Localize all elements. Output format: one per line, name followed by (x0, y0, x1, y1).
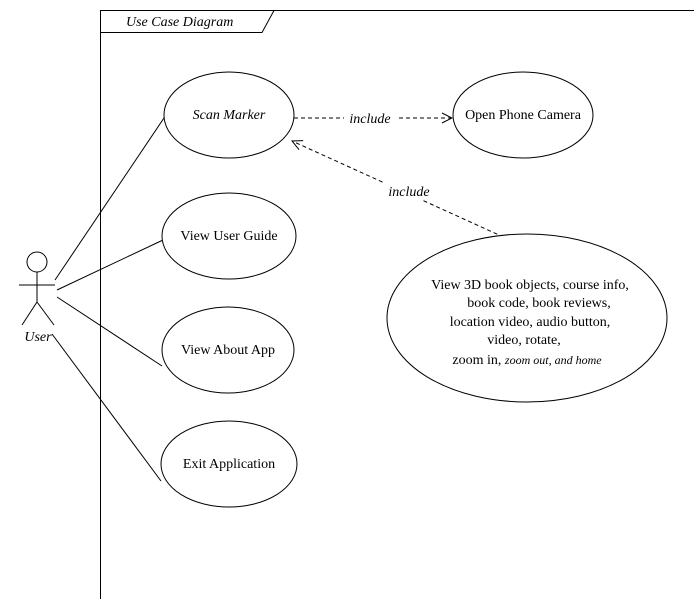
use-case-label-scan-marker: Scan Marker (193, 108, 266, 123)
actor-right-leg (36, 301, 55, 326)
include-label-bg-bottom (383, 182, 435, 200)
frame-title-tab (100, 10, 275, 33)
include-label-bg-top (344, 108, 396, 126)
association-scan-marker (54, 114, 167, 281)
use-case-label-view-about-app: View About App (181, 343, 275, 358)
use-case-label-view-3d-line4: video, rotate, (487, 333, 560, 348)
actor-user: User (19, 251, 55, 345)
frame-title: Use Case Diagram (126, 15, 233, 30)
association-exit-application (51, 333, 162, 482)
use-case-label-view-3d-line2: book code, book reviews, (467, 296, 610, 311)
use-case-scan-marker: Scan Marker (163, 71, 295, 159)
include-label-top: include (349, 112, 390, 127)
use-case-label-view-3d-line5: zoom in, zoom out, and home (452, 353, 602, 368)
use-case-label-open-phone-camera: Open Phone Camera (465, 108, 582, 123)
associations (51, 114, 167, 482)
include-label-bottom: include (388, 185, 429, 200)
use-case-label-view-3d-line5-regular: zoom in, (452, 353, 505, 368)
association-view-user-guide (56, 239, 164, 291)
use-case-view-user-guide: View User Guide (161, 192, 297, 280)
actor-left-leg (21, 301, 38, 326)
use-case-view-about-app: View About App (161, 306, 295, 394)
use-case-label-view-3d-line1: View 3D book objects, course info, (431, 278, 629, 293)
use-case-exit-application: Exit Application (160, 420, 298, 508)
actor-label: User (24, 330, 52, 345)
use-case-label-view-user-guide: View User Guide (180, 229, 277, 244)
actor-head (26, 251, 48, 273)
use-case-label-view-3d-line5-italic: zoom out, and home (504, 353, 602, 367)
association-view-about-app (56, 296, 163, 367)
use-case-label-view-3d-line3: location video, audio button, (450, 315, 611, 330)
use-case-view-3d-objects: View 3D book objects, course info, book … (386, 233, 668, 403)
use-case-label-exit-application: Exit Application (183, 457, 275, 472)
system-frame: Use Case Diagram (100, 10, 694, 599)
use-case-open-phone-camera: Open Phone Camera (452, 71, 594, 159)
include-relations: include include (292, 108, 511, 241)
